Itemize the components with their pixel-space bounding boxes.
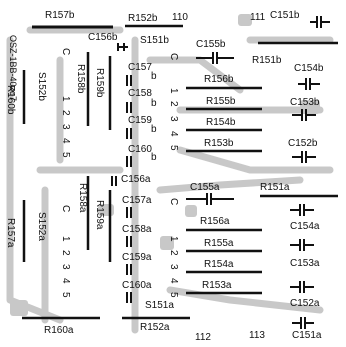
c160-suffix-b: b (151, 152, 157, 163)
switch-s152a-contact-1: 1 (60, 236, 71, 242)
resistor-r152a-label: R152a (140, 322, 170, 333)
board-side-marking: OSZ-1BB-40zo7 (8, 35, 18, 101)
resistor-r153a-label: R153a (202, 280, 232, 291)
switch-s152a-contact-4: 4 (60, 278, 71, 284)
switch-s151b-contact-2: 2 (168, 101, 179, 107)
switch-s152a-contact-2: 2 (60, 250, 71, 256)
switch-s151a-contact-4: 4 (168, 278, 179, 284)
switch-s151b-contact-4: 4 (168, 131, 179, 137)
resistor-r156a-label: R156a (200, 216, 230, 227)
pin-113-label: 113 (249, 330, 265, 341)
switch-s152b-contact-1: 1 (60, 96, 71, 102)
switch-s151b-contact-c: C (168, 53, 179, 60)
capacitor-c156b-symbol (117, 43, 128, 51)
capacitor-c158-label: C158 (128, 88, 152, 99)
resistor-r154a-label: R154a (204, 259, 234, 270)
switch-s152b-label: S152b (36, 72, 47, 101)
capacitor-c154b-symbol (298, 78, 320, 90)
pin-110-label: 110 (172, 12, 188, 23)
capacitor-c153b-symbol (292, 109, 316, 121)
capacitor-c156a-symbol (111, 176, 117, 186)
capacitor-c155b-symbol (196, 52, 234, 64)
capacitor-c157-c160-symbols (126, 75, 132, 167)
switch-s151a-contact-5: 5 (168, 292, 179, 298)
resistor-r153b-label: R153b (204, 138, 234, 149)
capacitor-c159a-label: C159a (122, 252, 152, 263)
switch-s152b-contact-c: C (60, 48, 71, 55)
capacitor-c151a-symbol (292, 317, 314, 329)
pin-111-label: 111 (250, 12, 266, 23)
switch-s151a-contact-c: C (168, 198, 179, 205)
switch-s152a-contact-3: 3 (60, 264, 71, 270)
switch-s151a-label: S151a (145, 300, 174, 311)
switch-s152b-contact-4: 4 (60, 138, 71, 144)
c157-suffix-b: b (151, 71, 157, 82)
resistor-r159a-label: R159a (94, 200, 105, 230)
resistor-r152b-label: R152b (128, 13, 158, 24)
resistor-r158a-label: R158a (77, 183, 88, 213)
resistor-r155b-label: R155b (206, 96, 236, 107)
capacitor-c158a-c160a-symbols (126, 236, 132, 303)
resistor-r160a-label: R160a (44, 325, 74, 336)
pin-112-label: 112 (195, 332, 211, 343)
resistor-r151b-label: R151b (252, 55, 282, 66)
capacitor-c153a-label: C153a (290, 258, 320, 269)
capacitor-c156b-label: C156b (88, 32, 118, 43)
capacitor-c154a-label: C154a (290, 221, 320, 232)
capacitor-c152b-label: C152b (288, 138, 318, 149)
capacitor-c153a-symbol (290, 239, 314, 251)
capacitor-c152a-symbol (290, 281, 314, 293)
resistor-r158b-label: R158b (75, 64, 86, 94)
capacitor-c157a-label: C157a (122, 195, 152, 206)
capacitor-c154b-label: C154b (294, 63, 324, 74)
switch-s152a-contact-c: C (60, 205, 71, 212)
c159-suffix-b: b (151, 124, 157, 135)
capacitor-c157-label: C157 (128, 62, 152, 73)
switch-s152b-contact-2: 2 (60, 110, 71, 116)
capacitor-c152a-label: C152a (290, 298, 320, 309)
resistor-r151a-label: R151a (260, 182, 290, 193)
capacitor-c153b-label: C153b (290, 97, 320, 108)
capacitor-c155a-label: C155a (190, 182, 220, 193)
capacitor-c157a-symbol (126, 207, 132, 218)
capacitor-c158a-label: C158a (122, 224, 152, 235)
switch-s152a-label: S152a (36, 212, 47, 241)
resistor-r157b-label: R157b (45, 10, 75, 21)
capacitor-c151a-label: C151a (292, 330, 322, 341)
resistor-r154b-label: R154b (206, 117, 236, 128)
switch-s151a-contact-2: 2 (168, 250, 179, 256)
capacitor-c159-label: C159 (128, 115, 152, 126)
resistor-r155a-label: R155a (204, 238, 234, 249)
capacitor-c151b-symbol (310, 16, 330, 28)
c158-suffix-b: b (151, 98, 157, 109)
switch-s151b-contact-1: 1 (168, 88, 179, 94)
capacitor-c155a-symbol (186, 193, 234, 205)
switch-s152b-contact-5: 5 (60, 152, 71, 158)
capacitor-c160-label: C160 (128, 144, 152, 155)
switch-s151a-contact-3: 3 (168, 264, 179, 270)
capacitor-c156a-label: C156a (121, 174, 151, 185)
capacitor-c152b-symbol (292, 151, 316, 163)
capacitor-c151b-label: C151b (270, 10, 300, 21)
resistor-r156b-label: R156b (204, 74, 234, 85)
switch-s151b-label: S151b (140, 35, 169, 46)
switch-s152a-contact-5: 5 (60, 292, 71, 298)
resistor-r160b-label: R160b (5, 85, 16, 115)
resistor-r157a-label: R157a (5, 218, 16, 248)
capacitor-c160a-label: C160a (122, 280, 152, 291)
capacitor-c155b-label: C155b (196, 39, 226, 50)
switch-s152b-contact-3: 3 (60, 124, 71, 130)
switch-s151b-contact-5: 5 (168, 145, 179, 151)
resistor-r159b-label: R159b (94, 68, 105, 98)
switch-s151a-contact-1: 1 (168, 236, 179, 242)
switch-s151b-contact-3: 3 (168, 116, 179, 122)
capacitor-c154a-symbol (290, 204, 314, 216)
